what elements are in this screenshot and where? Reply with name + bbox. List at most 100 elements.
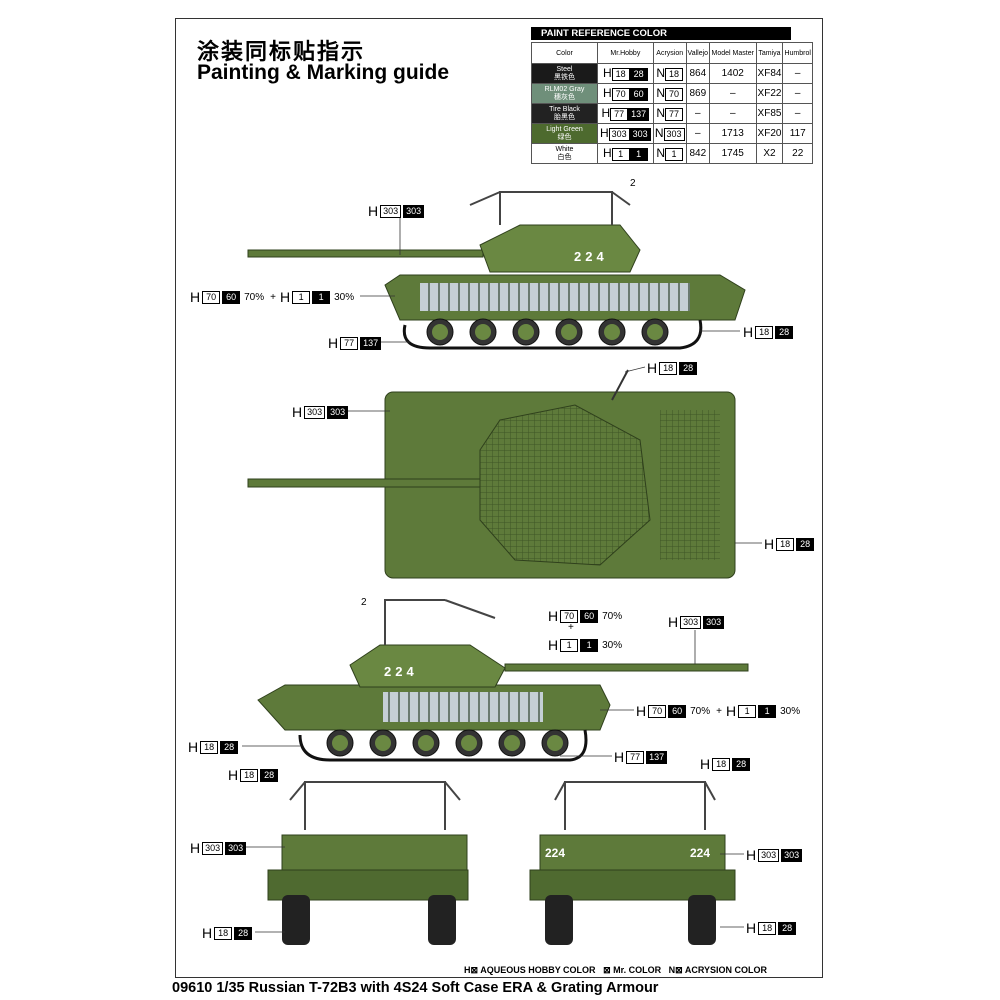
- h-prefix: H: [328, 335, 339, 351]
- table-title: PAINT REFERENCE COLOR: [531, 27, 791, 40]
- h-prefix: H: [725, 703, 737, 719]
- mr-color-code: 1: [629, 147, 648, 161]
- h-prefix: H: [279, 289, 291, 305]
- acrysion-code: 1: [665, 147, 684, 161]
- color-name-cn: 穗灰色: [554, 93, 575, 101]
- paint-code: 18: [758, 921, 777, 935]
- h-prefix: H: [668, 614, 679, 630]
- guide-frame: [175, 18, 823, 978]
- paint-code: 18: [712, 757, 731, 771]
- aqueous-code: 1: [611, 147, 630, 161]
- h-prefix: H: [614, 749, 625, 765]
- h-prefix: H: [368, 203, 379, 219]
- mr-color-code: 303: [629, 127, 651, 141]
- color-name: RLM02 Gray: [544, 85, 585, 93]
- mix-plus: +: [568, 622, 574, 633]
- mr-color-code: 137: [628, 107, 650, 121]
- n-prefix: N: [656, 106, 666, 121]
- acrysion-code: 18: [665, 67, 684, 81]
- n-prefix: N: [656, 86, 666, 101]
- n-prefix: N: [656, 146, 666, 161]
- acrysion-code: 303: [663, 127, 685, 141]
- title-chinese: 涂装同标贴指示: [197, 40, 366, 65]
- aqueous-code: 18: [611, 67, 630, 81]
- paint-code: 1: [560, 638, 579, 652]
- h-prefix: H: [764, 536, 775, 552]
- legend-mr-color: ⊠ Mr. COLOR: [603, 965, 662, 975]
- h-prefix: H: [603, 146, 612, 161]
- color-name: Steel: [556, 65, 573, 73]
- color-name-cn: 黑铁色: [554, 73, 575, 81]
- aqueous-code: 77: [610, 107, 629, 121]
- paint-code: 1: [758, 704, 777, 718]
- h-prefix: H: [228, 767, 239, 783]
- paint-code: 303: [327, 405, 349, 419]
- color-name-cn: 白色: [557, 153, 572, 161]
- mix-plus: +: [716, 705, 722, 717]
- paint-code: 18: [200, 740, 219, 754]
- h-prefix: H: [647, 360, 658, 376]
- mix-percent: 30%: [602, 639, 623, 651]
- n-prefix: N: [656, 66, 666, 81]
- aqueous-code: 70: [611, 87, 630, 101]
- h-prefix: H: [190, 840, 201, 856]
- paint-code: 60: [668, 704, 687, 718]
- paint-code: 303: [758, 848, 780, 862]
- paint-code: 303: [225, 841, 247, 855]
- tank-number-marking: 224: [690, 846, 711, 860]
- paint-code: 28: [796, 537, 815, 551]
- paint-code: 137: [360, 336, 382, 350]
- title-english: Painting & Marking guide: [197, 61, 450, 84]
- tank-side-view-right: [257, 599, 749, 762]
- mix-percent: 70%: [602, 610, 623, 622]
- tamiya-cell: XF22: [755, 83, 784, 104]
- mix-plus: +: [270, 291, 276, 303]
- paint-code: 18: [776, 537, 795, 551]
- paint-code: 28: [220, 740, 239, 754]
- paint-code: 137: [646, 750, 668, 764]
- n-prefix: N: [654, 126, 664, 141]
- tank-number-marking: 224: [574, 249, 608, 264]
- tank-side-view-left: [247, 191, 746, 350]
- paint-code: 1: [580, 638, 599, 652]
- h-prefix: H: [599, 126, 609, 141]
- paint-code: 303: [781, 848, 803, 862]
- paint-code: 1: [292, 290, 311, 304]
- paint-code: 70: [202, 290, 221, 304]
- paint-code: 28: [260, 768, 279, 782]
- h-prefix: H: [190, 289, 201, 305]
- paint-code: 60: [580, 609, 599, 623]
- humbrol-cell: –: [782, 63, 813, 84]
- h-prefix: H: [603, 86, 612, 101]
- model-master-cell: 1745: [708, 143, 757, 164]
- mix-percent: 30%: [334, 291, 355, 303]
- mr-color-code: 60: [629, 87, 648, 101]
- h-prefix: H: [548, 608, 559, 624]
- paint-callout: +: [566, 622, 576, 633]
- mix-percent: 30%: [780, 705, 801, 717]
- humbrol-cell: 22: [782, 143, 813, 164]
- paint-code: 303: [680, 615, 702, 629]
- paint-code: 1: [312, 290, 331, 304]
- paint-code: 28: [778, 921, 797, 935]
- h-prefix: H: [746, 847, 757, 863]
- legend-acrysion: N⊠ ACRYSION COLOR: [668, 965, 768, 975]
